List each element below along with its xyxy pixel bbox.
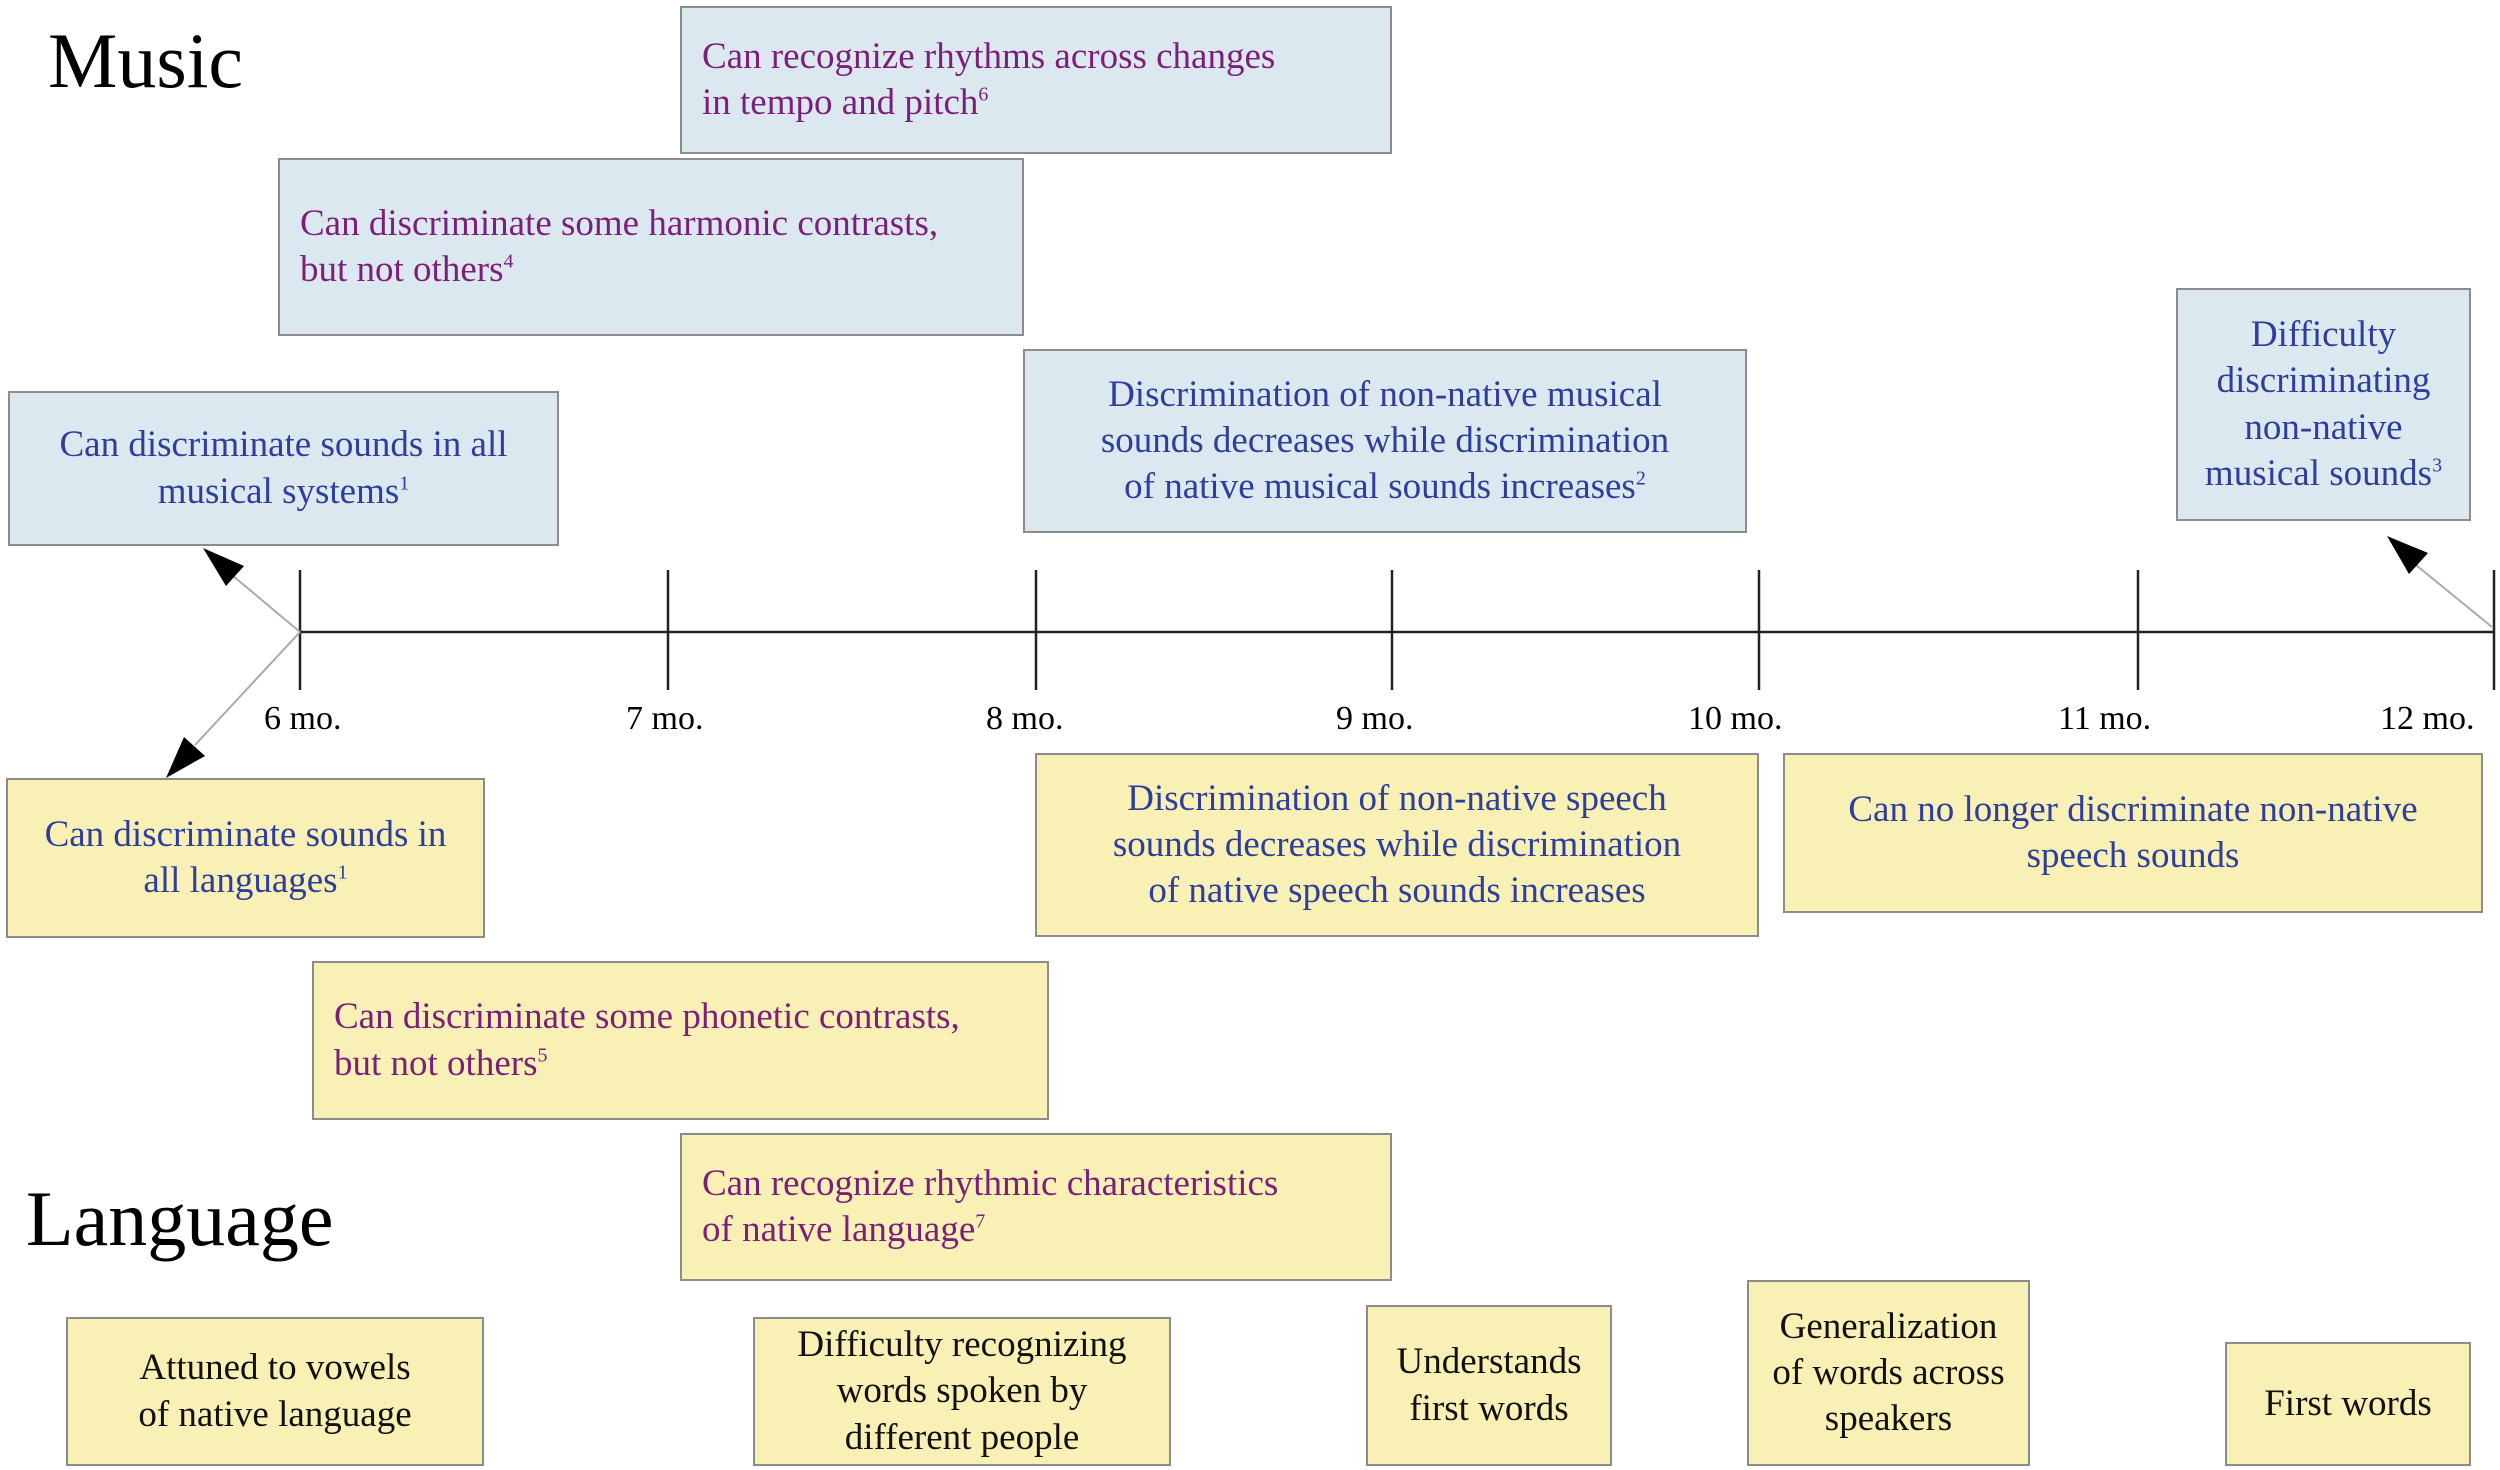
language-phonetic-box: Can discriminate some phonetic contrasts… (312, 961, 1049, 1120)
box-line: Discrimination of non-native musical (1108, 373, 1662, 415)
box-line: of native language7 (702, 1209, 986, 1250)
box-line: Generalization (1779, 1305, 1998, 1347)
music-all-systems-box: Can discriminate sounds in all musical s… (8, 391, 559, 546)
box-line: First words (2264, 1382, 2432, 1424)
citation-2: 2 (1635, 467, 1646, 490)
music-difficulty-box: Difficulty discriminating non-native mus… (2176, 288, 2471, 521)
arrow-12mo-to-music (2415, 564, 2493, 628)
music-rhythm-tempo-box: Can recognize rhythms across changes in … (680, 6, 1392, 154)
box-line: speakers (1824, 1398, 1953, 1440)
box-line: words spoken by (836, 1370, 1088, 1412)
box-line: of native speech sounds increases (1148, 870, 1646, 912)
citation-6: 6 (978, 83, 989, 106)
box-line: Can recognize rhythms across changes (702, 35, 1276, 77)
music-title: Music (48, 17, 243, 104)
language-understands-box: Understands first words (1366, 1305, 1612, 1466)
box-line: but not others5 (334, 1042, 548, 1084)
box-line: sounds decreases while discrimination (1112, 823, 1682, 865)
language-difficulty-words-box: Difficulty recognizing words spoken by d… (753, 1317, 1171, 1466)
music-non-native-decrease-box: Discrimination of non-native musical sou… (1023, 349, 1747, 533)
box-line: speech sounds (2026, 835, 2240, 876)
language-generalization-box: Generalization of words across speakers (1747, 1280, 2030, 1466)
box-line: musical systems1 (157, 470, 410, 512)
box-line: Difficulty (2250, 314, 2397, 355)
box-line: Can discriminate some harmonic contrasts… (300, 202, 939, 244)
tick-label-9mo: 9 mo. (1336, 700, 1414, 737)
citation-4: 4 (503, 250, 514, 273)
box-line: Understands (1396, 1341, 1582, 1383)
citation-7: 7 (975, 1210, 986, 1233)
box-line: discriminating (2216, 360, 2431, 402)
language-title: Language (26, 1175, 334, 1262)
language-non-native-speech-box: Discrimination of non-native speech soun… (1035, 753, 1759, 937)
box-line: different people (844, 1416, 1080, 1458)
citation-5: 5 (537, 1044, 548, 1067)
citation-3: 3 (2432, 454, 2443, 477)
language-no-longer-box: Can no longer discriminate non-native sp… (1783, 753, 2483, 913)
music-harmonic-box: Can discriminate some harmonic contrasts… (278, 158, 1024, 336)
box-line: Can discriminate sounds in all (59, 424, 508, 466)
tick-label-7mo: 7 mo. (626, 700, 704, 737)
citation-1: 1 (399, 472, 410, 495)
language-rhythmic-box: Can recognize rhythmic characteristics o… (680, 1133, 1392, 1281)
box-line: sounds decreases while discrimination (1100, 419, 1670, 461)
box-line: of native language (138, 1393, 412, 1435)
box-line: Can recognize rhythmic characteristics (702, 1162, 1279, 1204)
box-line: of words across (1772, 1351, 2005, 1393)
box-line: first words (1409, 1387, 1569, 1429)
tick-label-8mo: 8 mo. (986, 700, 1064, 737)
arrow-6mo-to-language (194, 631, 301, 746)
language-vowels-box: Attuned to vowels of native language (66, 1317, 484, 1466)
box-line: of native musical sounds increases2 (1124, 466, 1646, 508)
box-line: Attuned to vowels (139, 1347, 411, 1389)
arrowhead-music-right (2387, 536, 2428, 574)
box-line: musical sounds3 (2204, 452, 2443, 494)
box-line: in tempo and pitch6 (702, 82, 989, 123)
box-line: non-native (2244, 406, 2403, 448)
arrowhead-language-left (166, 737, 205, 778)
box-line: Can discriminate sounds in (44, 813, 447, 855)
box-line: Can no longer discriminate non-native (1848, 788, 2418, 830)
language-first-words-box: First words (2225, 1342, 2471, 1466)
box-line: Difficulty recognizing (797, 1324, 1127, 1366)
arrowhead-music-left (203, 548, 244, 586)
tick-label-12mo: 12 mo. (2380, 700, 2475, 737)
box-line: Discrimination of non-native speech (1127, 777, 1667, 819)
arrow-6mo-to-music (231, 574, 301, 633)
language-all-languages-box: Can discriminate sounds in all languages… (6, 778, 485, 938)
tick-label-11mo: 11 mo. (2058, 700, 2152, 737)
citation-1-lang: 1 (337, 861, 348, 884)
box-line: all languages1 (143, 860, 348, 901)
box-line: Can discriminate some phonetic contrasts… (334, 996, 960, 1038)
tick-label-10mo: 10 mo. (1688, 700, 1783, 737)
tick-label-6mo: 6 mo. (264, 700, 342, 737)
box-line: but not others4 (300, 249, 514, 290)
